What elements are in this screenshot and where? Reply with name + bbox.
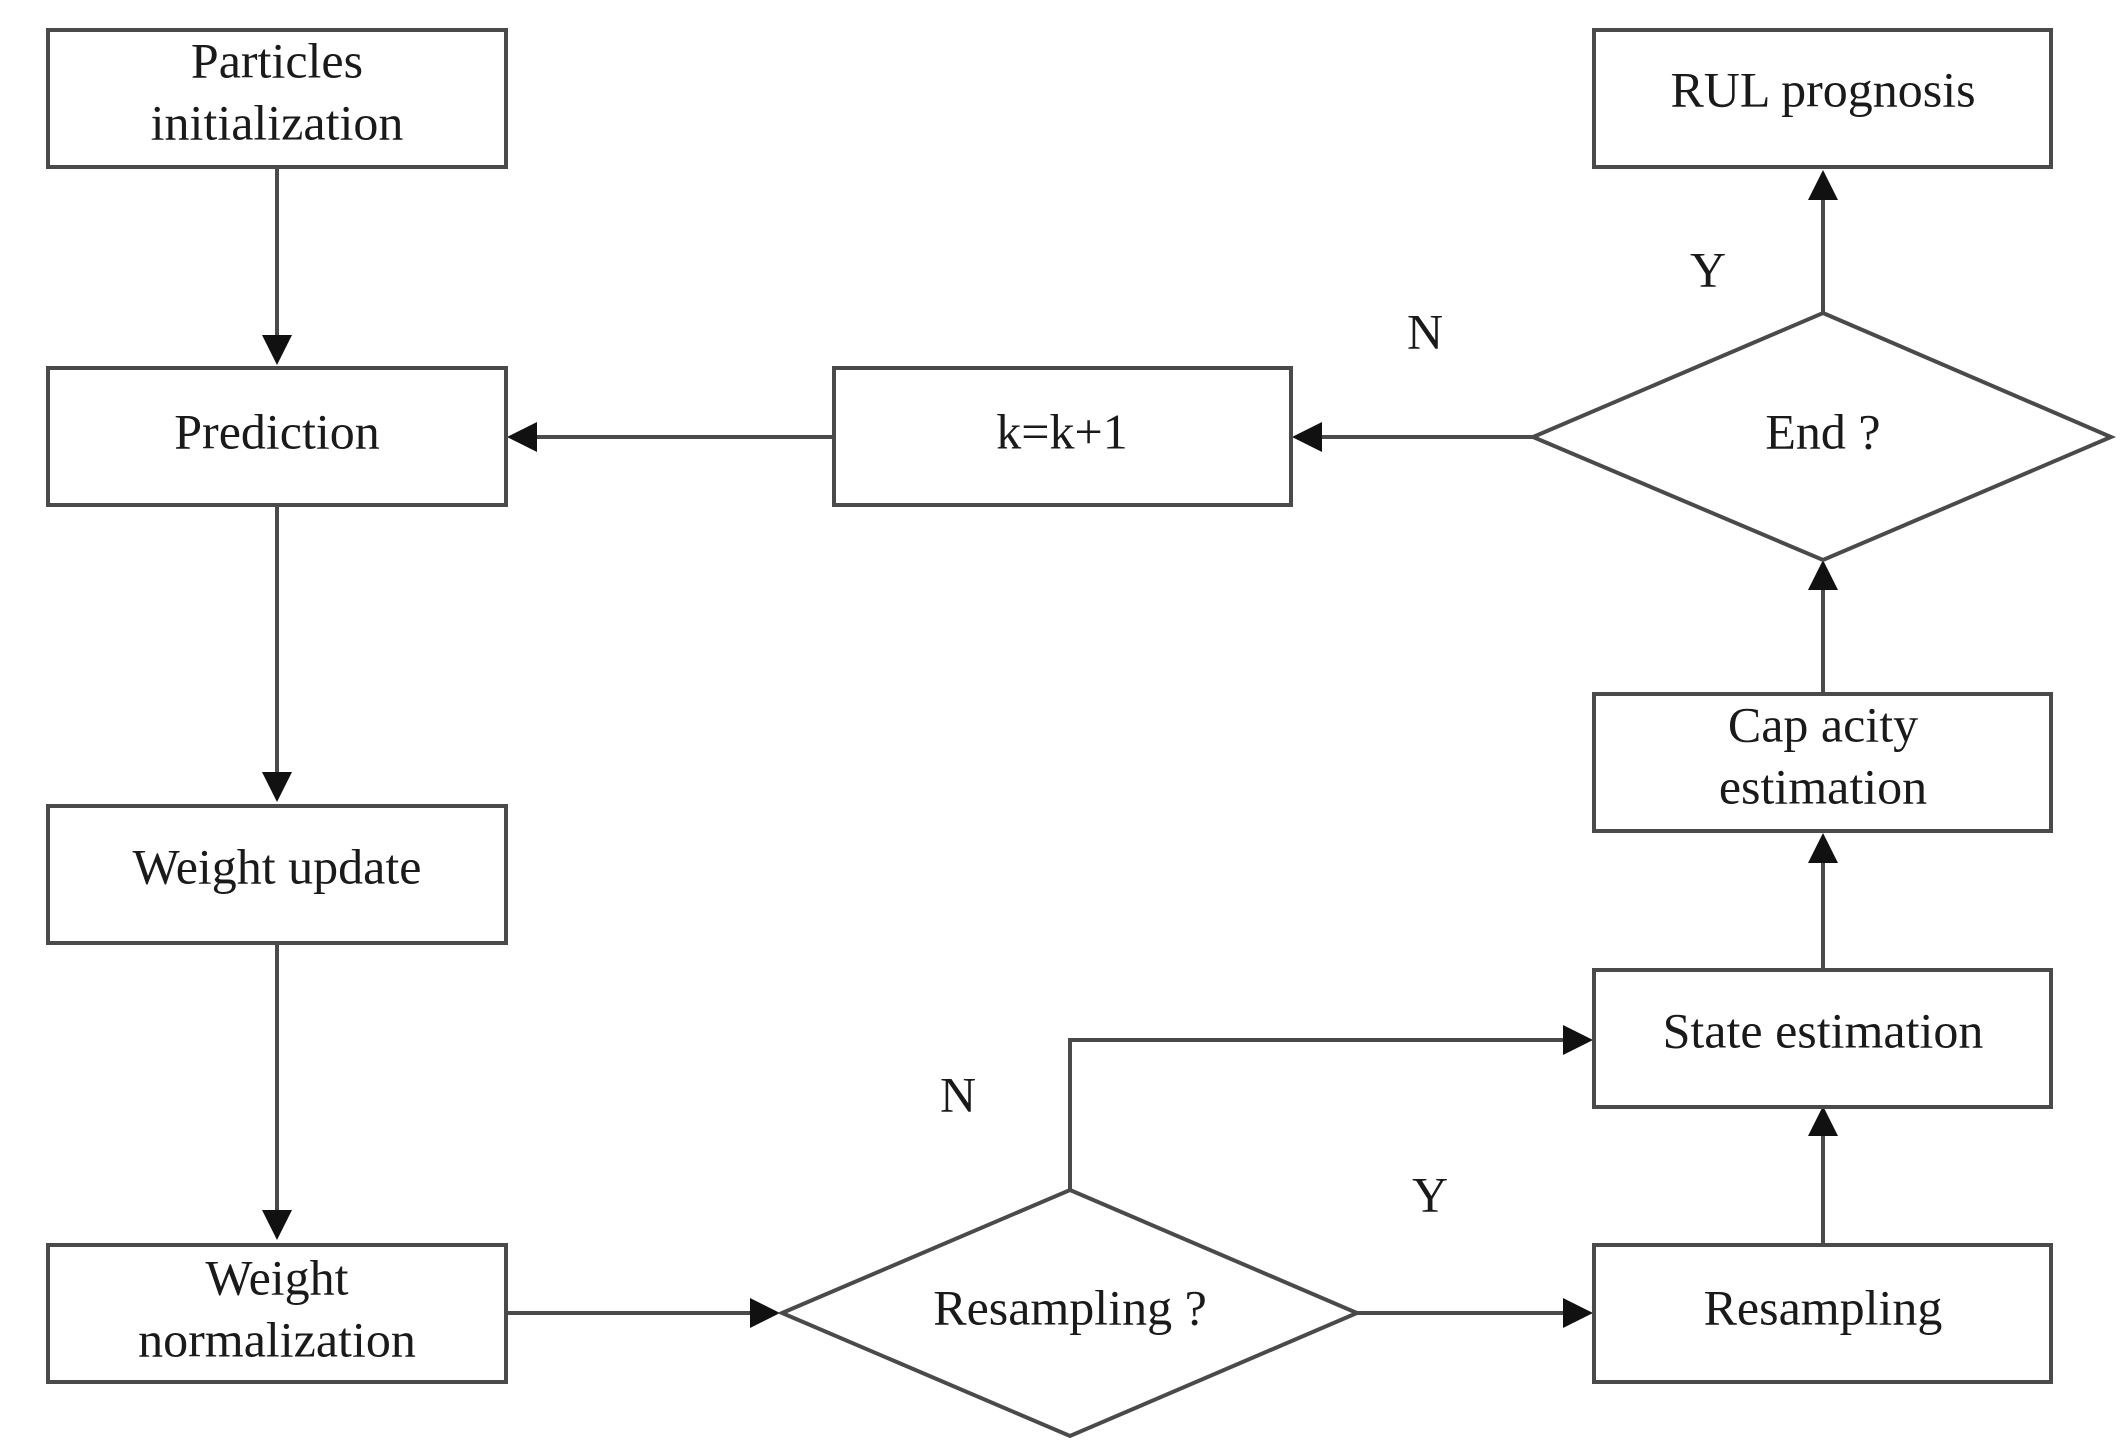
branch-label-resampling-yes: Y — [1412, 1166, 1448, 1222]
decision-resampling: Resampling ? — [776, 1187, 1363, 1439]
arrowhead-prediction-right — [507, 422, 537, 452]
particles-initialization-line2: initialization — [151, 94, 404, 150]
node-weight-update: Weight update — [46, 804, 508, 945]
connectors — [262, 167, 1838, 1328]
capacity-estimation-line2: estimation — [1719, 758, 1927, 814]
end-decision-label: End ? — [1765, 403, 1880, 459]
node-state-estimation: State estimation — [1592, 968, 2053, 1109]
rul-prognosis-label: RUL prognosis — [1670, 61, 1975, 117]
arrowhead-resampling-left — [1563, 1298, 1593, 1328]
arrowhead-weight-update-top — [262, 772, 292, 802]
weight-update-label: Weight update — [133, 838, 422, 894]
arrowhead-increment-right — [1292, 422, 1322, 452]
increment-label: k=k+1 — [996, 403, 1127, 459]
branch-label-end-yes: Y — [1690, 241, 1726, 297]
weight-normalization-line1: Weight — [205, 1249, 348, 1305]
resampling-decision-label: Resampling ? — [933, 1279, 1207, 1335]
node-rul-prognosis: RUL prognosis — [1592, 28, 2053, 169]
arrowhead-prediction-top — [262, 335, 292, 365]
arrowhead-state-estimation-bottom — [1808, 1106, 1838, 1136]
state-estimation-label: State estimation — [1663, 1002, 1984, 1058]
branch-label-end-no: N — [1407, 303, 1443, 359]
node-resampling: Resampling — [1592, 1243, 2053, 1384]
branch-label-resampling-no: N — [940, 1066, 976, 1122]
node-weight-normalization: Weight normalization — [46, 1243, 508, 1384]
node-prediction: Prediction — [46, 366, 508, 507]
particles-initialization-line1: Particles — [191, 32, 363, 88]
arrowhead-capacity-bottom — [1808, 833, 1838, 863]
node-increment: k=k+1 — [832, 366, 1293, 507]
resampling-label: Resampling — [1704, 1279, 1943, 1335]
decision-end: End ? — [1527, 310, 2117, 563]
arrowhead-state-estimation-left — [1563, 1025, 1593, 1055]
arrowhead-normalization-top — [262, 1210, 292, 1240]
arrowhead-resampling-decision-left — [750, 1298, 780, 1328]
arrowhead-rul-bottom — [1808, 170, 1838, 200]
edge-resampling-decision-to-state-estimation — [1068, 1038, 1563, 1190]
node-particles-initialization: Particles initialization — [46, 28, 508, 169]
arrowhead-end-bottom — [1808, 560, 1838, 590]
node-capacity-estimation: Cap acity estimation — [1592, 692, 2053, 833]
weight-normalization-line2: normalization — [138, 1311, 416, 1367]
prediction-label: Prediction — [174, 403, 380, 459]
capacity-estimation-line1: Cap acity — [1728, 696, 1918, 752]
